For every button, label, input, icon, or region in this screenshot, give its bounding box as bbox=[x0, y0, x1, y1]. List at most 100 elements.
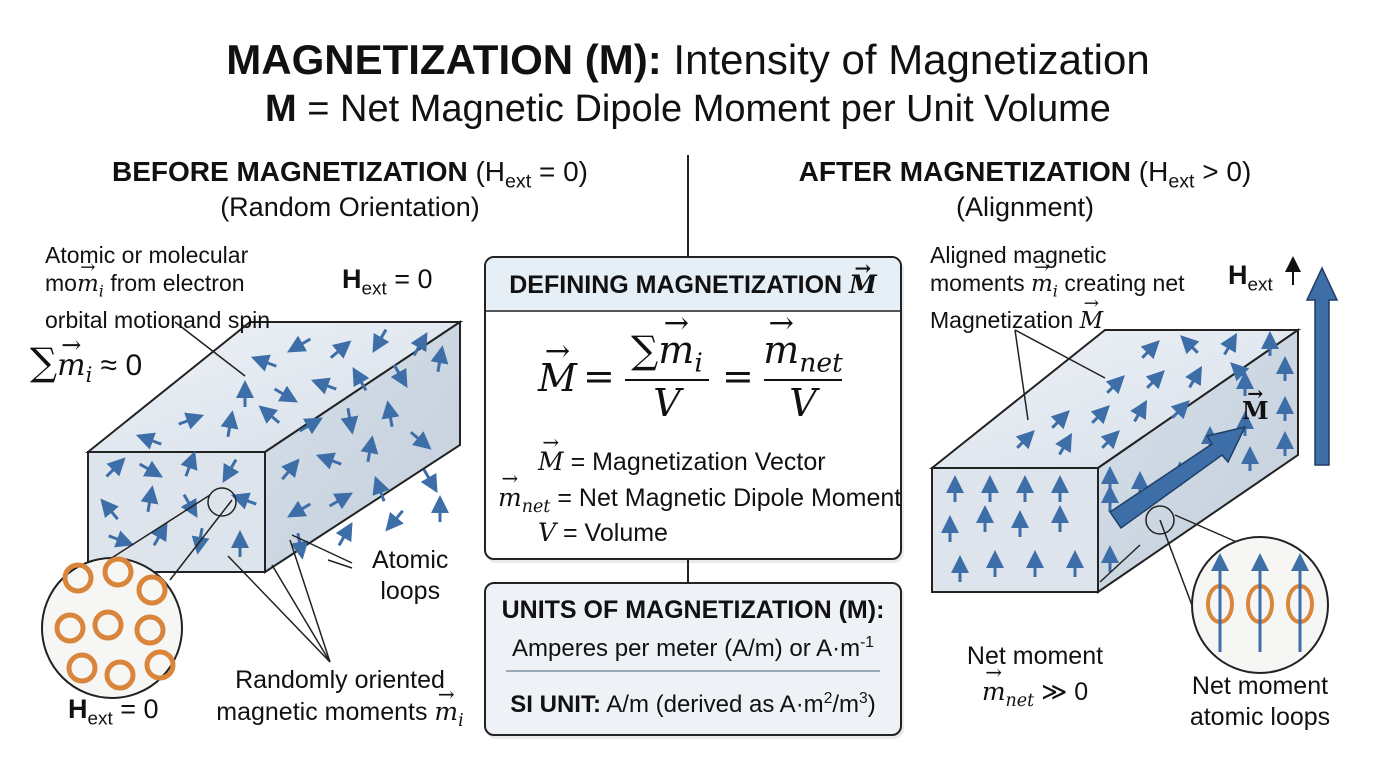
title2-rest: = Net Magnetic Dipole Moment per Unit Vo… bbox=[307, 88, 1111, 130]
aligned-moment-arrow bbox=[1015, 430, 1035, 450]
title-line-1: MAGNETIZATION (M): Intensity of Magnetiz… bbox=[0, 36, 1376, 84]
aligned-moment-arrows bbox=[941, 331, 1294, 582]
loops-label-line1: Atomic bbox=[372, 546, 449, 574]
units-box: UNITS OF MAGNETIZATION (M): Amperes per … bbox=[484, 582, 902, 736]
hext-zero-bottom: Hext = 0 bbox=[68, 694, 159, 730]
random-label-line1: Randomly oriented bbox=[235, 666, 445, 694]
si-unit-label: SI UNIT: bbox=[510, 691, 601, 718]
aligned-label-line2-pre: moments bbox=[930, 270, 1025, 296]
definition-row-V: V = Volume bbox=[538, 515, 668, 551]
after-h-sub: ext bbox=[1168, 170, 1195, 193]
random-moment-arrow bbox=[430, 345, 449, 373]
aligned-moment-arrow bbox=[1105, 375, 1125, 395]
random-moment-arrow bbox=[315, 452, 342, 470]
row-V-symbol: V bbox=[538, 518, 557, 547]
row-mnet-text: = Net Magnetic Dipole Moment bbox=[557, 484, 902, 512]
after-h: H bbox=[1148, 156, 1169, 187]
row-M-text: = Magnetization Vector bbox=[570, 448, 826, 476]
random-moment-arrow bbox=[250, 354, 277, 372]
current-loop-icons bbox=[54, 556, 176, 691]
sum-approx-zero: ≈ 0 bbox=[100, 349, 143, 382]
random-moment-arrow bbox=[328, 492, 353, 510]
hext-top-h: H bbox=[342, 264, 362, 294]
random-moment-arrow bbox=[178, 412, 205, 430]
row-mnet-symbol: m bbox=[498, 480, 522, 516]
aligned-moment-arrow bbox=[1055, 432, 1073, 456]
si-sup2: 3 bbox=[859, 690, 868, 707]
formula-frac2: mnet V bbox=[760, 328, 846, 425]
aligned-moment-arrow bbox=[1145, 370, 1165, 390]
net-m-sub: net bbox=[1005, 691, 1035, 711]
title2-bold-part: M bbox=[265, 88, 297, 130]
before-h: H bbox=[484, 156, 506, 187]
definition-row-mnet: mnet = Net Magnetic Dipole Moment bbox=[498, 480, 901, 525]
loops-label-line2: loops bbox=[380, 577, 441, 605]
definition-row-M: M = Magnetization Vector bbox=[538, 444, 826, 480]
aligned-label-line3-text: Magnetization bbox=[930, 306, 1074, 333]
atomic-moments-label: Atomic or molecular momi from electron o… bbox=[45, 241, 270, 334]
after-heading-text: AFTER MAGNETIZATION bbox=[798, 156, 1132, 187]
atomic-label-line1: Atomic or molecular bbox=[45, 242, 249, 268]
formula-frac1-den: V bbox=[653, 380, 681, 425]
random-moment-arrow bbox=[273, 385, 298, 403]
random-moment-arrow bbox=[372, 475, 390, 502]
row-V-text: = Volume bbox=[563, 519, 668, 547]
random-moment-arrow bbox=[385, 509, 404, 532]
si-unit-line: SI UNIT: A/m (derived as A·m2/m3) bbox=[486, 684, 900, 720]
row-M-symbol: M bbox=[538, 444, 564, 480]
atomic-label-line3: orbital motionand spin bbox=[45, 306, 271, 333]
random-moment-arrow bbox=[258, 405, 281, 424]
aligned-M-symbol: M bbox=[1080, 307, 1104, 335]
random-label-line2: magnetic moments mi bbox=[200, 696, 480, 737]
random-moment-arrow bbox=[360, 435, 379, 463]
formula-frac1-num: ∑mi bbox=[621, 328, 713, 379]
random-moment-arrow bbox=[222, 458, 240, 483]
m-vector-label: M bbox=[1242, 396, 1269, 425]
zoom-origin-circle bbox=[207, 487, 237, 517]
formula-eq2: = bbox=[722, 354, 754, 398]
units-line-1: Amperes per meter (A/m) or A·m-1 bbox=[486, 628, 900, 664]
atomic-label-line2-post: from electron bbox=[110, 270, 245, 296]
random-moment-arrow bbox=[381, 400, 400, 428]
hext-label-right: Hext bbox=[1228, 260, 1273, 296]
definition-heading: DEFINING MAGNETIZATION bbox=[509, 271, 843, 299]
formula-sum: ∑ bbox=[631, 328, 659, 372]
current-loop-icon bbox=[54, 612, 86, 644]
random-moment-arrow bbox=[108, 530, 135, 548]
title-rest: Intensity of Magnetization bbox=[673, 36, 1150, 83]
net-loops-label: Net moment atomic loops bbox=[1170, 671, 1350, 733]
aligned-moments-label: Aligned magnetic moments mi creating net… bbox=[930, 241, 1185, 335]
random-moment-arrow bbox=[100, 498, 119, 521]
aligned-moment-arrow bbox=[1090, 405, 1110, 425]
hext-zero-top: Hext = 0 bbox=[342, 264, 433, 300]
magnetization-formula: M = ∑mi V = mnet V bbox=[486, 328, 900, 425]
formula-mnet-sub: net bbox=[799, 347, 843, 379]
title-line-2: M = Net Magnetic Dipole Moment per Unit … bbox=[0, 86, 1376, 132]
hext-top-rest: = 0 bbox=[394, 264, 433, 294]
sum-expression: ∑mi ≈ 0 bbox=[30, 340, 142, 387]
aligned-label-line1: Aligned magnetic bbox=[930, 242, 1107, 268]
random-moment-arrow bbox=[420, 468, 438, 493]
current-loop-icon bbox=[62, 562, 94, 594]
si-text-post: ) bbox=[867, 691, 876, 718]
random-moment-arrow bbox=[310, 377, 337, 395]
definition-box: DEFINING MAGNETIZATION M M = ∑mi V = mne… bbox=[484, 256, 902, 560]
before-h-sub: ext bbox=[505, 170, 532, 193]
atomic-label-line2: momi from electron bbox=[45, 269, 270, 306]
random-moment-arrow bbox=[409, 431, 432, 450]
net-moment-label: Net moment mnet ≫ 0 bbox=[940, 638, 1130, 719]
current-loop-icon bbox=[134, 614, 166, 646]
units-line1-text: Amperes per meter (A/m) or A·m bbox=[512, 635, 861, 662]
random-label-text: magnetic moments bbox=[216, 698, 428, 726]
after-subheading: (Alignment) bbox=[955, 192, 1095, 222]
net-gg-zero: ≫ 0 bbox=[1041, 678, 1089, 706]
random-moment-arrow bbox=[340, 407, 359, 435]
si-sup1: 2 bbox=[823, 690, 833, 707]
netloops-label-line1: Net moment bbox=[1191, 672, 1329, 700]
before-h-rest: = 0) bbox=[538, 156, 588, 187]
aligned-m-sub: i bbox=[1052, 281, 1058, 301]
si-text-pre: A/m (derived as A·m bbox=[606, 691, 824, 718]
definition-box-header: DEFINING MAGNETIZATION M bbox=[486, 258, 900, 312]
after-heading: AFTER MAGNETIZATION (Hext > 0) bbox=[798, 156, 1252, 193]
sum-m-symbol: m bbox=[57, 348, 85, 383]
